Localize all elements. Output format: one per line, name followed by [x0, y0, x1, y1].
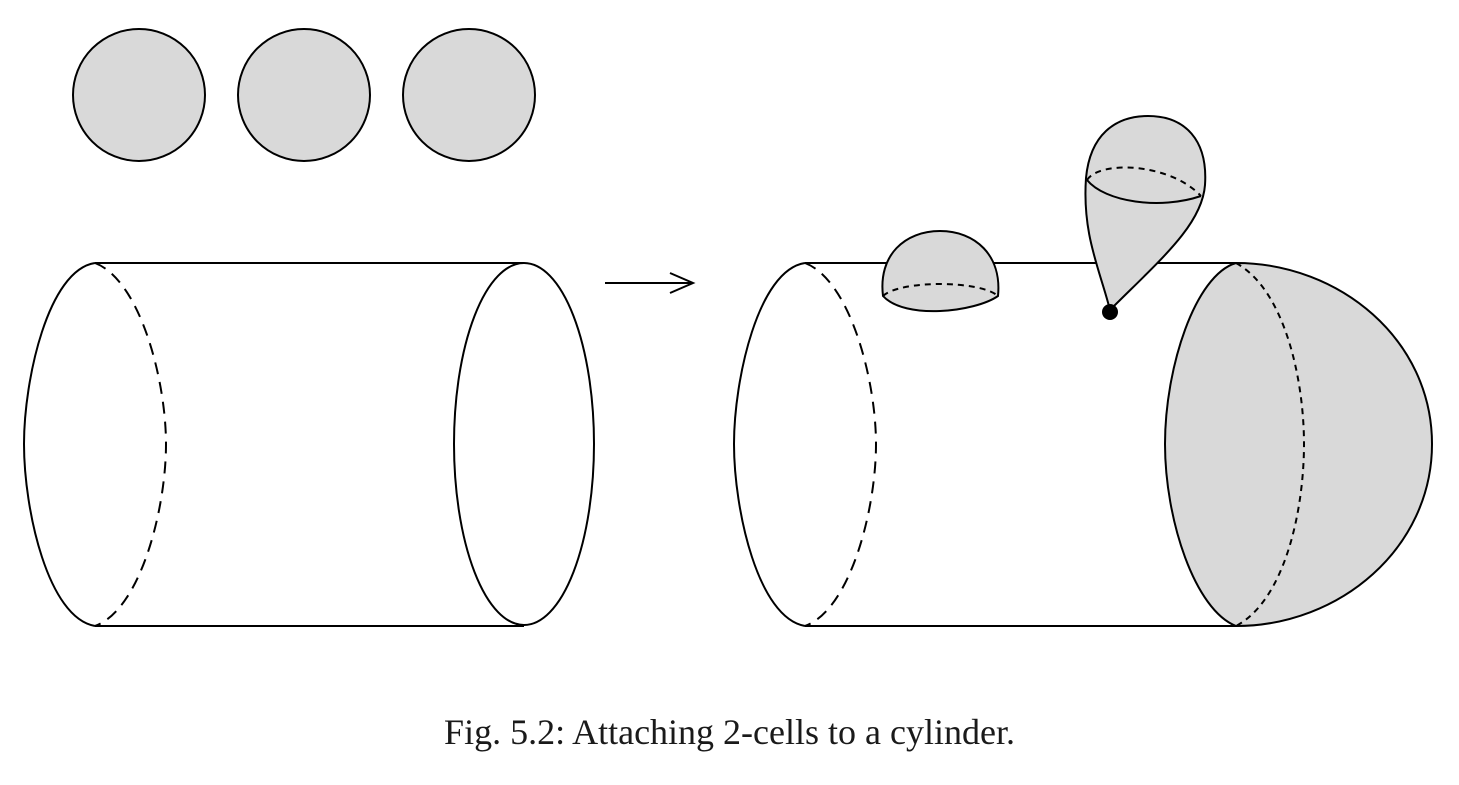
hemisphere-cap-back-rim	[1235, 262, 1306, 627]
caption-number: 2	[723, 712, 742, 752]
teardrop-cell-front-rim	[1086, 179, 1202, 204]
disk-1	[72, 28, 206, 162]
cylinder-right-end-back	[804, 262, 878, 627]
right-arrow-icon	[605, 272, 696, 294]
disk-3	[402, 28, 536, 162]
caption-suffix: -cells to a cylinder.	[741, 712, 1015, 752]
cylinder-left-end-front	[22, 262, 96, 627]
teardrop-cell	[1084, 114, 1207, 312]
disks-group	[72, 28, 536, 162]
cylinder-left-end-back	[94, 262, 168, 627]
cylinder-left-right-end	[453, 262, 595, 626]
dome-cell	[881, 229, 1000, 313]
caption-prefix: Fig. 5.2: Attaching	[444, 712, 724, 752]
cylinder-right	[732, 114, 1434, 628]
disk-2	[237, 28, 371, 162]
figure-caption: Fig. 5.2: Attaching 2-cells to a cylinde…	[0, 708, 1459, 756]
dot-icon	[1102, 304, 1118, 320]
cylinder-right-end-front	[732, 262, 806, 627]
dome-cell-dashed-rim	[882, 283, 999, 297]
cylinder-left	[22, 262, 595, 627]
figure-diagram	[22, 28, 1434, 628]
hemisphere-cap	[1163, 261, 1434, 628]
